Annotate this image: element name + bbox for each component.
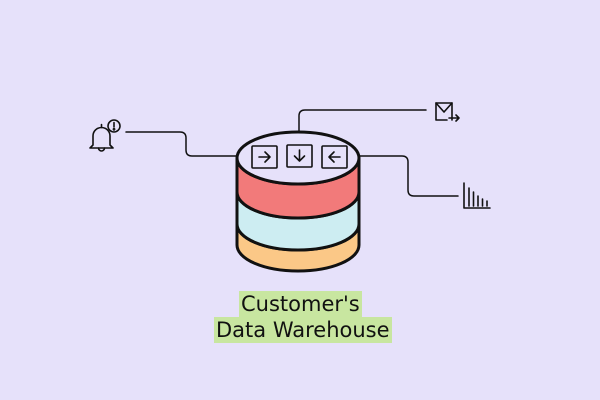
database-cylinder — [235, 130, 361, 273]
warehouse-label-line-2: Data Warehouse — [214, 317, 392, 343]
mail-send-icon — [435, 102, 460, 122]
connector-alert — [125, 131, 253, 157]
bar-chart-icon — [463, 182, 491, 209]
connector-mail — [298, 109, 427, 146]
arrow-right-icon — [251, 145, 278, 169]
warehouse-label-line-1: Customer's — [239, 291, 362, 317]
arrow-down-icon — [286, 144, 313, 168]
arrow-left-icon — [321, 145, 348, 169]
bell-alert-icon — [89, 119, 121, 152]
db-lid — [235, 130, 361, 186]
connector-chart — [347, 155, 459, 197]
